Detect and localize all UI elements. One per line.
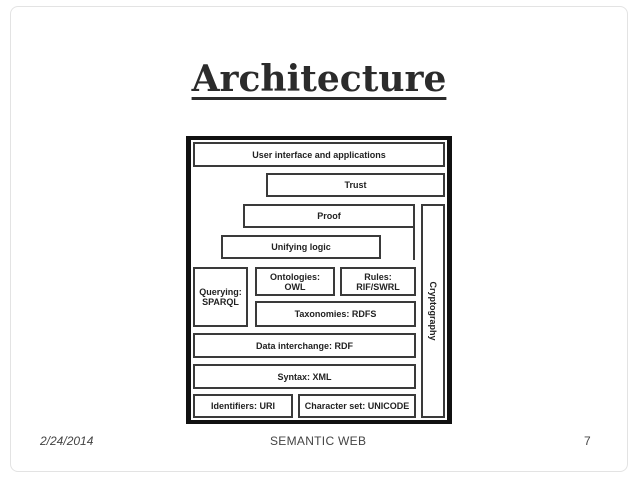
layer-rules-line1: Rules: [364, 271, 392, 282]
layer-proof-label: Proof [317, 211, 341, 221]
footer-title: SEMANTIC WEB [270, 434, 367, 448]
layer-querying-line2: SPARQL [202, 297, 239, 307]
layer-unifying-logic-label: Unifying logic [271, 242, 331, 252]
layer-identifiers: Identifiers: URI [193, 394, 293, 418]
layer-syntax-label: Syntax: XML [277, 371, 332, 382]
layer-user-interface-label: User interface and applications [252, 149, 386, 160]
layer-syntax: Syntax: XML [193, 364, 416, 389]
layer-user-interface: User interface and applications [193, 142, 445, 167]
layer-identifiers-label: Identifiers: URI [210, 401, 275, 411]
semantic-web-stack-diagram: User interface and applications Trust Pr… [186, 136, 452, 424]
layer-data-interchange: Data interchange: RDF [193, 333, 416, 358]
slide-title: Architecture [0, 58, 638, 100]
slide-title-text: Architecture [191, 58, 447, 100]
layer-querying: Querying: SPARQL [193, 267, 248, 327]
diagram-canvas: User interface and applications Trust Pr… [191, 140, 447, 420]
layer-ontologies: Ontologies: OWL [255, 267, 335, 296]
layer-character-set: Character set: UNICODE [298, 394, 416, 418]
layer-unifying-logic: Unifying logic [221, 235, 381, 259]
layer-cryptography: Cryptography [421, 204, 445, 418]
footer-page-number: 7 [584, 434, 591, 448]
layer-rules: Rules: RIF/SWRL [340, 267, 416, 296]
layer-taxonomies: Taxonomies: RDFS [255, 301, 416, 327]
layer-ontologies-line1: Ontologies: [270, 271, 320, 282]
footer-date: 2/24/2014 [40, 434, 94, 448]
layer-character-set-label: Character set: UNICODE [304, 401, 410, 411]
layer-rules-line2: RIF/SWRL [356, 281, 400, 292]
layer-data-interchange-label: Data interchange: RDF [255, 340, 353, 351]
slide-frame [10, 6, 628, 472]
proof-step-edge [387, 226, 415, 260]
layer-trust: Trust [266, 173, 445, 197]
layer-ontologies-line2: OWL [284, 281, 306, 292]
layer-trust-label: Trust [344, 180, 367, 190]
layer-querying-line1: Querying: [199, 287, 242, 297]
layer-proof: Proof [243, 204, 415, 228]
layer-taxonomies-label: Taxonomies: RDFS [294, 309, 377, 319]
layer-cryptography-label: Cryptography [428, 281, 438, 341]
